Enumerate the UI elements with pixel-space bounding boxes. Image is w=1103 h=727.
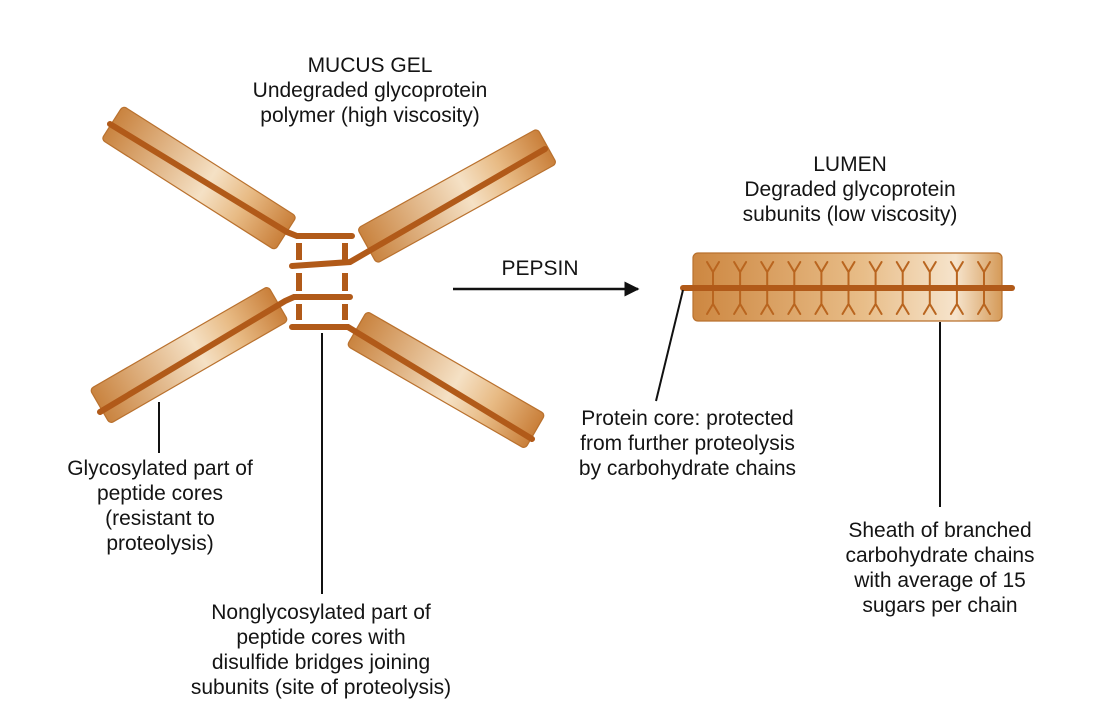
glycosylated-annotation: Glycosylated part of peptide cores (resi… (30, 456, 290, 556)
lumen-label: LUMEN Degraded glycoprotein subunits (lo… (700, 152, 1000, 227)
mucus-gel-subtitle-1: Undegraded glycoprotein (252, 79, 488, 102)
pepsin-label: PEPSIN (501, 257, 579, 280)
glycoprotein-polymer (90, 106, 556, 448)
peptide-core-top-right (289, 146, 548, 269)
nonglycosylated-annotation: Nonglycosylated part of peptide cores wi… (166, 600, 476, 700)
annotation-line: subunits (site of proteolysis) (190, 676, 452, 699)
sheath-annotation: Sheath of branched carbohydrate chains w… (800, 518, 1080, 618)
annotation-line: carbohydrate chains (845, 544, 1035, 567)
protein-core-annotation: Protein core: protected from further pro… (540, 406, 835, 481)
disulfide-bridges (296, 243, 348, 320)
peptide-core-bottom-right (289, 324, 535, 442)
annotation-line: by carbohydrate chains (578, 457, 797, 480)
lumen-subtitle-1: Degraded glycoprotein (744, 178, 956, 201)
lumen-subtitle-2: subunits (low viscosity) (742, 203, 958, 226)
annotation-line: (resistant to (105, 507, 215, 530)
mucus-gel-label: MUCUS GEL Undegraded glycoprotein polyme… (190, 53, 550, 128)
annotation-line: sugars per chain (862, 594, 1018, 617)
carbohydrate-chains (706, 261, 991, 315)
annotation-line: Glycosylated part of (67, 457, 253, 480)
degraded-subunit (680, 252, 1015, 322)
peptide-core-top-left (107, 121, 355, 239)
lumen-title: LUMEN (813, 153, 887, 176)
peptide-core-bottom-left (97, 294, 353, 415)
mucus-gel-subtitle-2: polymer (high viscosity) (260, 104, 480, 127)
annotation-line: proteolysis) (106, 532, 214, 555)
annotation-line: Sheath of branched (848, 519, 1032, 542)
annotation-line: peptide cores with (236, 626, 406, 649)
annotation-line: from further proteolysis (580, 432, 795, 455)
annotation-line: Nonglycosylated part of (211, 601, 431, 624)
leader-protein-core (655, 289, 684, 402)
annotation-line: Protein core: protected (581, 407, 794, 430)
annotation-line: disulfide bridges joining (211, 651, 431, 674)
annotation-line: with average of 15 (854, 569, 1026, 592)
annotation-line: peptide cores (96, 482, 224, 505)
mucus-gel-title: MUCUS GEL (307, 54, 433, 77)
